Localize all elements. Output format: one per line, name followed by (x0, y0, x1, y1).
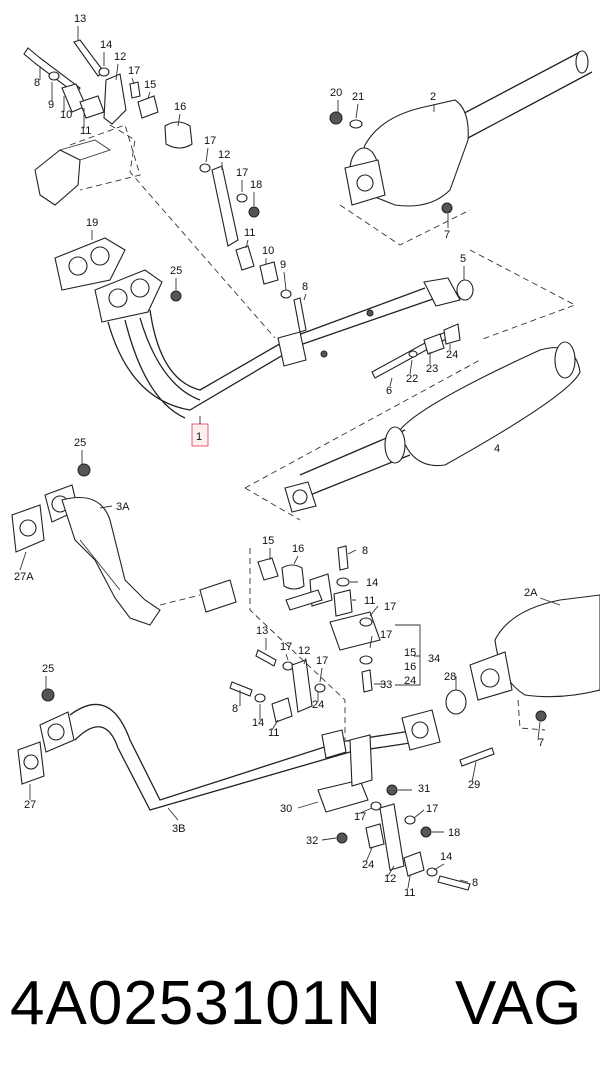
leader-lines (19, 26, 561, 889)
callout-11-c: 11 (364, 595, 375, 607)
front-pipe-3A (44, 463, 237, 626)
callout-18-b: 18 (448, 827, 460, 839)
brand-text: VAG (455, 969, 582, 1038)
sealing-ring-5 (456, 279, 474, 301)
callout-7-top: 7 (444, 229, 450, 241)
callout-24-b: 24 (404, 675, 416, 687)
callout-27A: 27A (14, 571, 34, 583)
callout-8-c: 8 (362, 545, 368, 557)
callout-17-i: 17 (426, 803, 438, 815)
callout-12-b: 12 (218, 149, 230, 161)
callout-2A: 2A (524, 587, 538, 599)
callout-28: 28 (444, 671, 456, 683)
gasket-27A (11, 504, 45, 553)
hanger-hardware-lower-left (229, 649, 326, 723)
callout-17-h: 17 (354, 811, 366, 823)
callout-17-g: 17 (316, 655, 328, 667)
callout-4: 4 (494, 443, 500, 455)
callout-8-b: 8 (302, 281, 308, 293)
callout-31: 31 (418, 783, 430, 795)
callout-9-a: 9 (48, 99, 54, 111)
bolt-29 (459, 747, 495, 767)
callout-24-d: 24 (362, 859, 374, 871)
callout-20: 20 (330, 87, 342, 99)
callout-17-b: 17 (204, 135, 216, 147)
callout-22: 22 (406, 373, 418, 385)
callout-14-c: 14 (252, 717, 264, 729)
callout-11-a: 11 (80, 125, 91, 137)
callout-16-b: 16 (292, 543, 304, 555)
callout-3B: 3B (172, 823, 185, 835)
heat-shield-bracket (34, 124, 141, 206)
callout-18-a: 18 (250, 179, 262, 191)
callout-1: 1 (196, 431, 202, 443)
callout-11-d: 11 (268, 727, 279, 739)
callout-15-b: 15 (262, 535, 274, 547)
callout-8-e: 8 (472, 877, 478, 889)
callout-2: 2 (430, 91, 436, 103)
callout-14-d: 14 (440, 851, 452, 863)
callout-labels: 1 2 2A 3A 3B 4 5 6 7 7 8 8 8 8 8 9 9 10 … (14, 13, 544, 899)
gasket-27 (17, 741, 45, 785)
callout-13-a: 13 (74, 13, 86, 25)
callout-25-a: 25 (170, 265, 182, 277)
callout-14-a: 14 (100, 39, 112, 51)
callout-5: 5 (460, 253, 466, 265)
callout-30: 30 (280, 803, 292, 815)
callout-21: 21 (352, 91, 364, 103)
callout-17-e: 17 (380, 629, 392, 641)
callout-17-f: 17 (280, 641, 292, 653)
callout-11-e: 11 (404, 887, 415, 899)
callout-33: 33 (380, 679, 392, 691)
hanger-bracket-lower (317, 734, 471, 891)
callout-14-b: 14 (366, 577, 378, 589)
callout-12-d: 12 (384, 873, 396, 885)
callout-17-a: 17 (128, 65, 140, 77)
callout-19: 19 (86, 217, 98, 229)
front-pipe-1 (94, 269, 466, 419)
part-number-text: 4A0253101N (10, 969, 382, 1038)
callout-3A: 3A (116, 501, 130, 513)
callout-17-c: 17 (236, 167, 248, 179)
sealing-ring-28 (445, 689, 467, 715)
catalytic-converter-2A (469, 594, 600, 731)
callout-10-a: 10 (60, 109, 72, 121)
callout-27: 27 (24, 799, 36, 811)
callout-6: 6 (386, 385, 392, 397)
callout-12-c: 12 (298, 645, 310, 657)
manifold-gasket-19 (54, 237, 126, 291)
callout-15-c: 15 (404, 647, 416, 659)
callout-13-b: 13 (256, 625, 268, 637)
callout-25-b: 25 (74, 437, 86, 449)
callout-9-b: 9 (280, 259, 286, 271)
callout-8-a: 8 (34, 77, 40, 89)
center-muffler-4 (244, 341, 581, 521)
hanger-hardware-mid (199, 163, 307, 333)
callout-11-b: 11 (244, 227, 255, 239)
hanger-stack-middle (249, 545, 421, 740)
callout-16-c: 16 (404, 661, 416, 673)
rear-muffler-assembly (339, 50, 593, 246)
callout-16-a: 16 (174, 101, 186, 113)
callout-23: 23 (426, 363, 438, 375)
callout-17-d: 17 (384, 601, 396, 613)
guide-line-right (469, 249, 577, 341)
callout-24-c: 24 (312, 699, 324, 711)
callout-12-a: 12 (114, 51, 126, 63)
front-pipe-3B (39, 688, 441, 811)
callout-8-d: 8 (232, 703, 238, 715)
callout-29: 29 (468, 779, 480, 791)
callout-32: 32 (306, 835, 318, 847)
callout-25-c: 25 (42, 663, 54, 675)
clamp-bolt-assembly (371, 323, 461, 379)
callout-24-a: 24 (446, 349, 458, 361)
callout-7-right: 7 (538, 737, 544, 749)
callout-15-a: 15 (144, 79, 156, 91)
callout-34: 34 (428, 653, 440, 665)
nut-washer-20-21 (329, 111, 363, 129)
exhaust-system-diagram: 1 2 2A 3A 3B 4 5 6 7 7 8 8 8 8 8 9 9 10 … (11, 13, 600, 899)
callout-10-b: 10 (262, 245, 274, 257)
